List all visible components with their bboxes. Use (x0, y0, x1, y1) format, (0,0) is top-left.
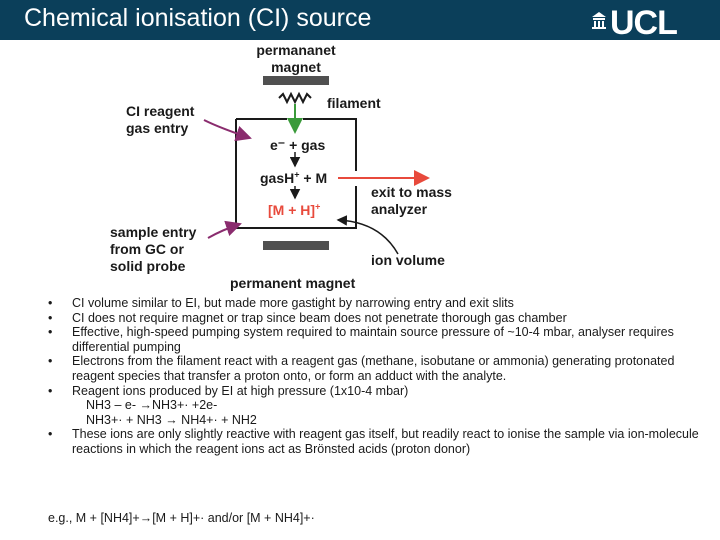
bullet-item: Reagent ions produced by EI at high pres… (48, 384, 718, 399)
filament-coil-icon (278, 91, 312, 105)
sample-entry-label: sample entry from GC or solid probe (110, 224, 197, 274)
filament-label: filament (327, 95, 381, 111)
magnet-bar-icon (263, 241, 329, 250)
reagent-gas-arrow (203, 119, 252, 142)
slide-title: Chemical ionisation (CI) source (24, 4, 372, 32)
ucl-logo-text: UCL (610, 4, 678, 42)
bullet-item: Electrons from the filament react with a… (48, 354, 718, 383)
ion-volume-pointer (336, 215, 399, 255)
sample-entry-arrow (207, 220, 242, 239)
chamber-top-right (303, 118, 357, 171)
electron-gas-label: e⁻ + gas (270, 137, 326, 153)
header-bar: Chemical ionisation (CI) source UCL (0, 0, 720, 42)
chamber-bottom (236, 186, 357, 229)
bullet-item: CI volume similar to EI, but made more g… (48, 296, 718, 311)
top-magnet-label: permananet magnet (256, 42, 336, 75)
bullet-list: CI volume similar to EI, but made more g… (48, 296, 718, 457)
reagent-entry-label: CI reagent gas entry (126, 103, 195, 136)
protonated-gas-label: gasH+ + M (260, 169, 328, 186)
bullet-item: These ions are only slightly reactive wi… (48, 427, 718, 456)
bullet-item: CI does not require magnet or trap since… (48, 311, 718, 326)
bottom-magnet-label: permanent magnet (230, 275, 356, 291)
exit-label: exit to mass analyzer (371, 184, 452, 217)
ucl-logo: UCL (592, 4, 700, 42)
magnet-bar-icon (263, 76, 329, 85)
bullet-item: Effective, high-speed pumping system req… (48, 325, 718, 354)
ion-volume-label: ion volume (371, 252, 445, 268)
example-line: e.g., M + [NH4]+→[M + H]+· and/or [M + N… (48, 511, 315, 525)
equation-line: NH3 – e- →NH3+· +2e- (86, 398, 218, 413)
mh-ion-label: [M + H]+ (268, 201, 321, 218)
ucl-portico-icon (592, 12, 606, 29)
equation-line: NH3+· + NH3 → NH4+· + NH2 (86, 412, 257, 427)
